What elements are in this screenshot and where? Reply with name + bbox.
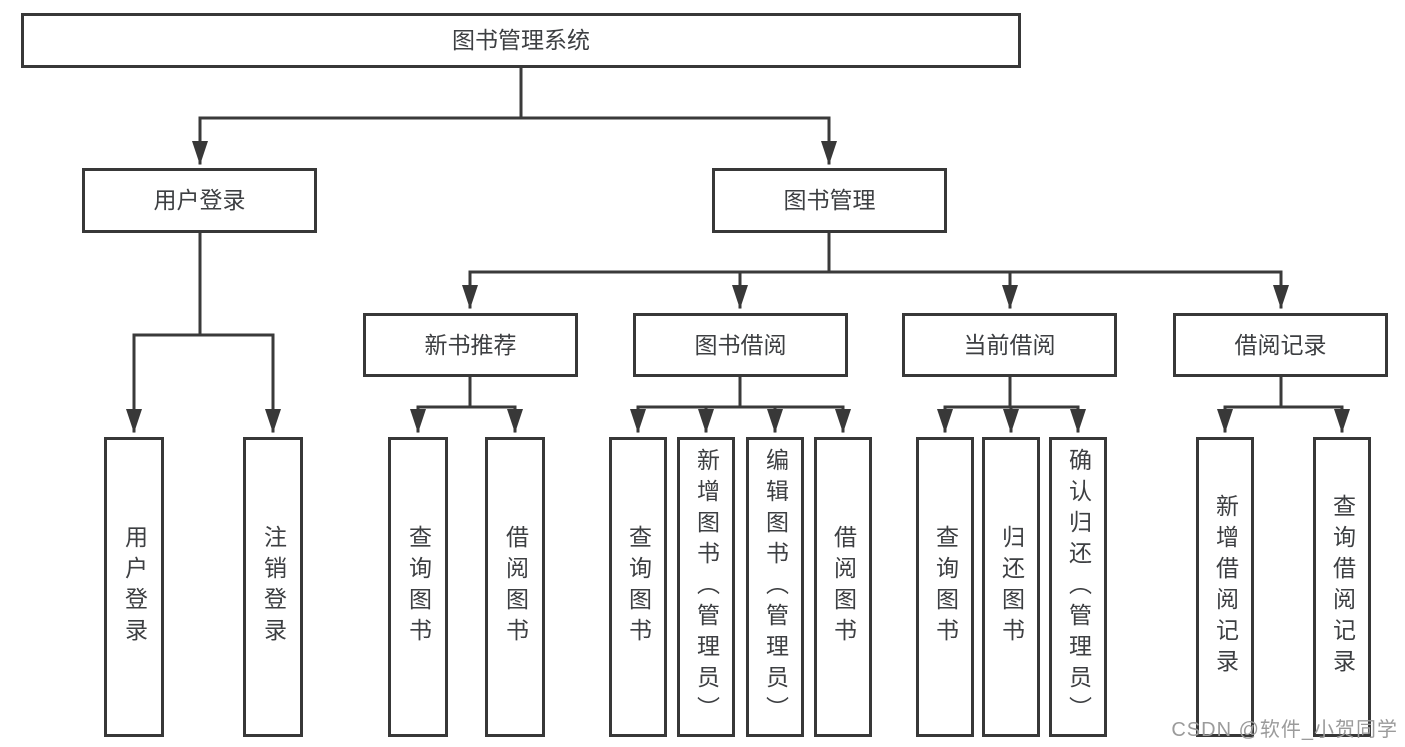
node-current-borrowing: 当前借阅 <box>902 313 1117 377</box>
leaf-borrow-books: 借阅图书 <box>814 437 872 737</box>
leaf-edit-books-admin: 编辑图书（管理员） <box>746 437 804 737</box>
leaf-label: 新增借阅记录 <box>1212 494 1239 680</box>
leaf-label: 借阅图书 <box>830 525 857 649</box>
leaf-user-login: 用户登录 <box>104 437 164 737</box>
node-label: 新书推荐 <box>424 331 517 358</box>
leaf-query-books: 查询图书 <box>916 437 974 737</box>
csdn-watermark: CSDN @软件_小贺同学 <box>1171 719 1398 741</box>
node-borrowing-records: 借阅记录 <box>1173 313 1388 377</box>
node-user-login: 用户登录 <box>82 168 317 233</box>
node-new-book-recommendation: 新书推荐 <box>363 313 578 377</box>
leaf-label: 归还图书 <box>998 525 1025 649</box>
leaf-logout: 注销登录 <box>243 437 303 737</box>
node-library-management-system: 图书管理系统 <box>21 13 1021 68</box>
leaf-label: 查询图书 <box>932 525 959 649</box>
leaf-label: 查询图书 <box>625 525 652 649</box>
leaf-confirm-return-admin: 确认归还（管理员） <box>1049 437 1107 737</box>
node-label: 用户登录 <box>153 187 246 213</box>
leaf-query-borrow-record: 查询借阅记录 <box>1313 437 1371 737</box>
leaf-add-borrow-record: 新增借阅记录 <box>1196 437 1254 737</box>
node-label: 图书管理系统 <box>452 27 590 53</box>
leaf-label: 借阅图书 <box>502 525 529 649</box>
leaf-label: 新增图书（管理员） <box>693 447 720 727</box>
leaf-add-books-admin: 新增图书（管理员） <box>677 437 735 737</box>
leaf-label: 查询图书 <box>405 525 432 649</box>
node-label: 当前借阅 <box>963 331 1056 358</box>
leaf-label: 查询借阅记录 <box>1329 494 1356 680</box>
node-label: 图书管理 <box>783 187 876 213</box>
leaf-return-books: 归还图书 <box>982 437 1040 737</box>
node-label: 借阅记录 <box>1234 331 1327 358</box>
leaf-label: 用户登录 <box>121 525 148 649</box>
leaf-query-books: 查询图书 <box>609 437 667 737</box>
leaf-label: 确认归还（管理员） <box>1065 447 1092 727</box>
leaf-label: 编辑图书（管理员） <box>762 447 789 727</box>
node-book-management: 图书管理 <box>712 168 947 233</box>
leaf-label: 注销登录 <box>260 525 287 649</box>
leaf-borrow-books: 借阅图书 <box>485 437 545 737</box>
node-label: 图书借阅 <box>694 331 787 358</box>
node-book-borrowing: 图书借阅 <box>633 313 848 377</box>
leaf-query-books: 查询图书 <box>388 437 448 737</box>
